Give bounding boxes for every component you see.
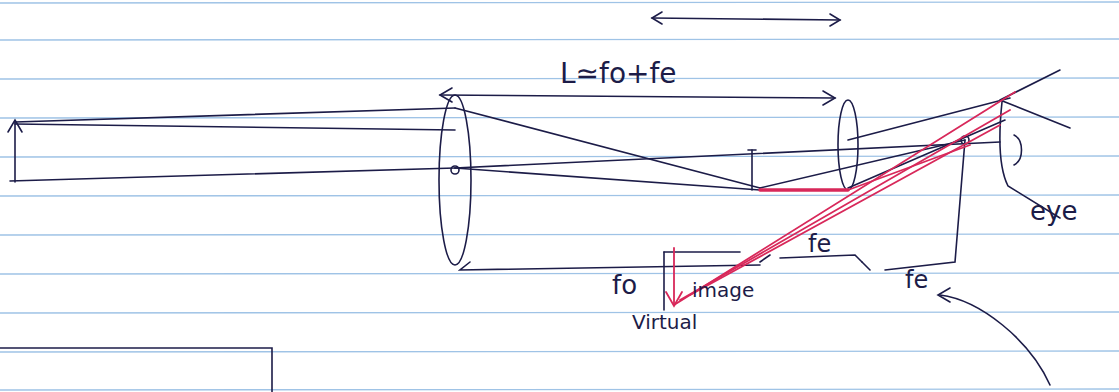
- image-label: image: [692, 280, 754, 300]
- focal-length-label: fe: [808, 232, 831, 256]
- focal-length-label: fe: [905, 268, 928, 292]
- red-rays: [666, 92, 1015, 306]
- focal-length-label: fo: [612, 272, 637, 298]
- eye-label: eye: [1030, 198, 1077, 224]
- length-formula: L≃fo+fe: [560, 60, 677, 88]
- ink-drawing: [0, 12, 1070, 392]
- image-label: Virtual: [632, 312, 697, 332]
